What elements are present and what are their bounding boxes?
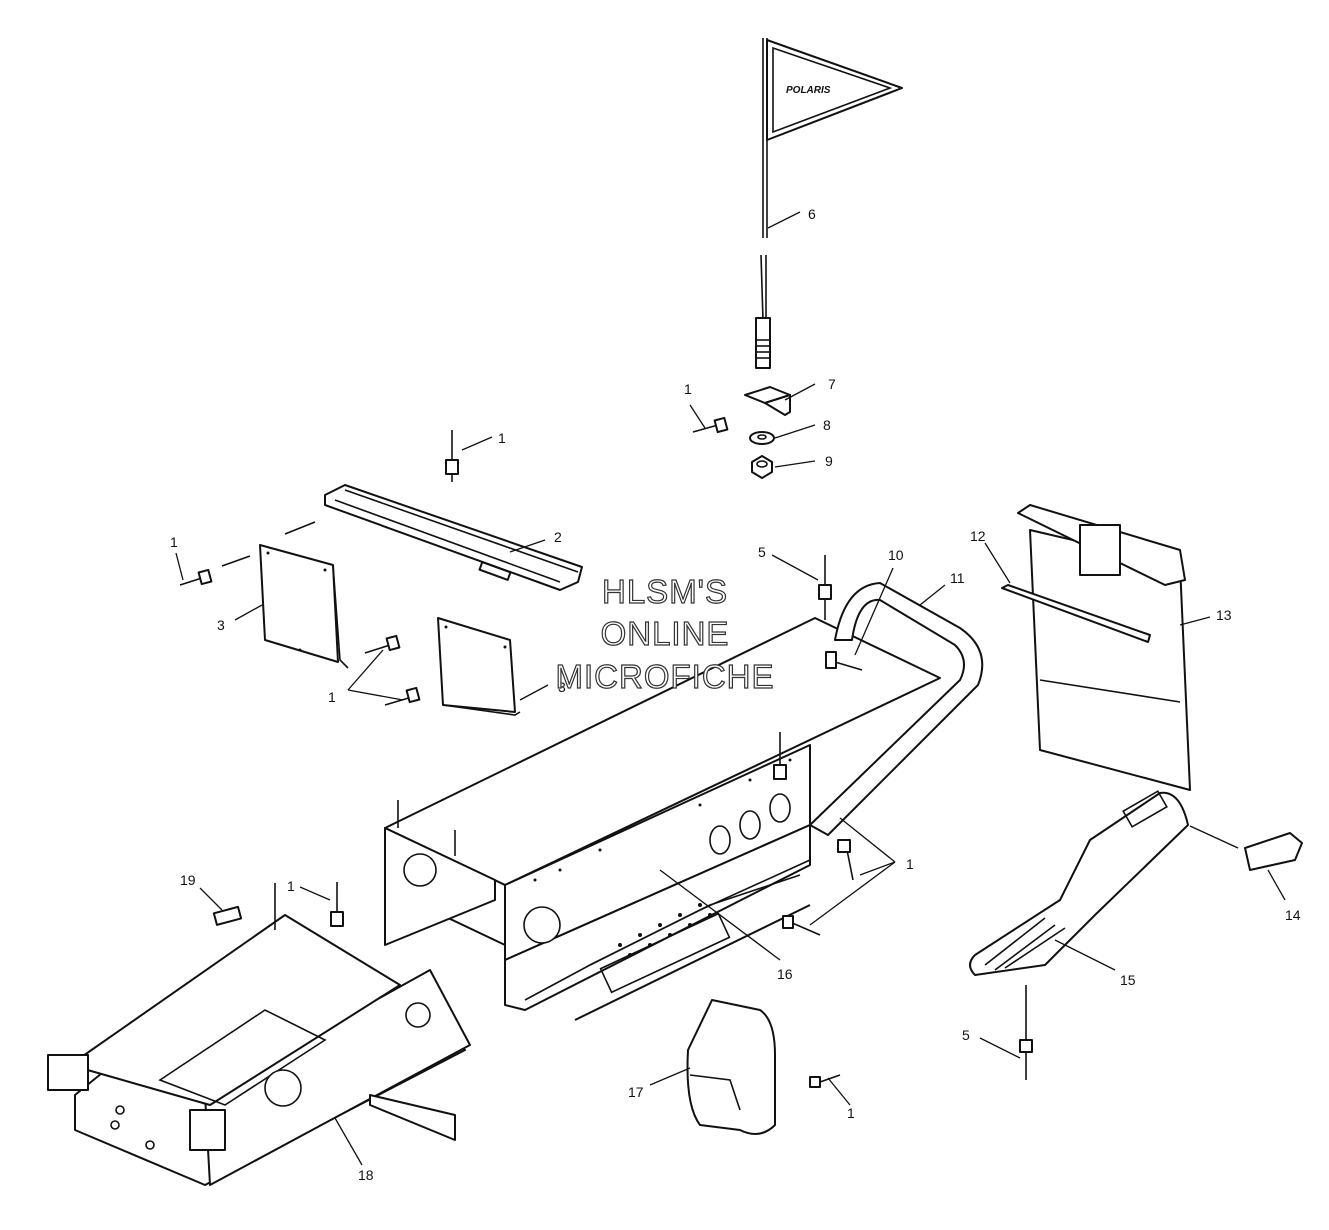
callout-14: 14 <box>1285 907 1301 923</box>
flag-bracket <box>744 386 791 416</box>
callout-10: 10 <box>888 547 904 563</box>
callout-12: 12 <box>970 528 986 544</box>
leader-lines <box>175 211 1286 1166</box>
side-plate-right <box>437 617 521 716</box>
rivet <box>179 521 316 586</box>
callout-5: 5 <box>758 544 766 560</box>
callout-1: 1 <box>287 878 295 894</box>
callout-15: 15 <box>1120 972 1136 988</box>
rivet <box>330 882 344 927</box>
clip <box>212 905 243 926</box>
rivet <box>773 732 787 780</box>
rivet <box>364 634 421 706</box>
callout-8: 8 <box>823 417 831 433</box>
watermark: HLSM'S ONLINE MICROFICHE <box>555 572 775 695</box>
rivet <box>809 1074 841 1088</box>
rear-cover <box>969 790 1189 976</box>
callout-1: 1 <box>847 1105 855 1121</box>
taillight-lens <box>1244 832 1303 871</box>
rivet <box>692 416 729 434</box>
rivet <box>782 915 821 936</box>
rivet <box>445 430 459 482</box>
callout-19: 19 <box>180 872 196 888</box>
heat-shield <box>686 999 776 1135</box>
rivet <box>818 555 832 620</box>
callout-9: 9 <box>825 453 833 469</box>
flap-bar <box>1001 584 1151 643</box>
watermark-line-3: MICROFICHE <box>556 658 775 695</box>
seat-rail <box>324 484 583 591</box>
callout-1: 1 <box>906 856 914 872</box>
tunnel <box>384 617 941 1021</box>
side-plate-left <box>259 544 349 669</box>
callout-11: 11 <box>950 570 965 586</box>
callout-6: 6 <box>808 206 816 222</box>
callout-2: 2 <box>554 529 562 545</box>
rivet <box>837 839 854 881</box>
callout-1: 1 <box>684 381 692 397</box>
callout-1: 1 <box>170 534 178 550</box>
snow-flap <box>1017 504 1191 791</box>
watermark-line-1: HLSM'S <box>602 573 728 610</box>
bolt <box>825 651 863 671</box>
flag-assembly: POLARIS <box>755 38 903 369</box>
callouts: 6 7 8 9 1 1 2 1 3 1 3 5 10 11 12 13 14 1… <box>170 206 1301 1183</box>
front-bulkhead <box>47 883 471 1186</box>
callout-17: 17 <box>628 1084 644 1100</box>
callout-16: 16 <box>777 966 793 982</box>
callout-5: 5 <box>962 1027 970 1043</box>
watermark-line-2: ONLINE <box>601 615 730 652</box>
flag-logo: POLARIS <box>786 85 831 96</box>
callout-1: 1 <box>498 430 506 446</box>
callout-3: 3 <box>558 679 566 695</box>
callout-3: 3 <box>217 617 225 633</box>
callout-18: 18 <box>358 1167 374 1183</box>
rivet <box>1019 985 1033 1080</box>
callout-13: 13 <box>1216 607 1232 623</box>
callout-1: 1 <box>328 689 336 705</box>
rear-bumper <box>809 582 984 836</box>
callout-7: 7 <box>828 376 836 392</box>
nut <box>751 455 773 479</box>
